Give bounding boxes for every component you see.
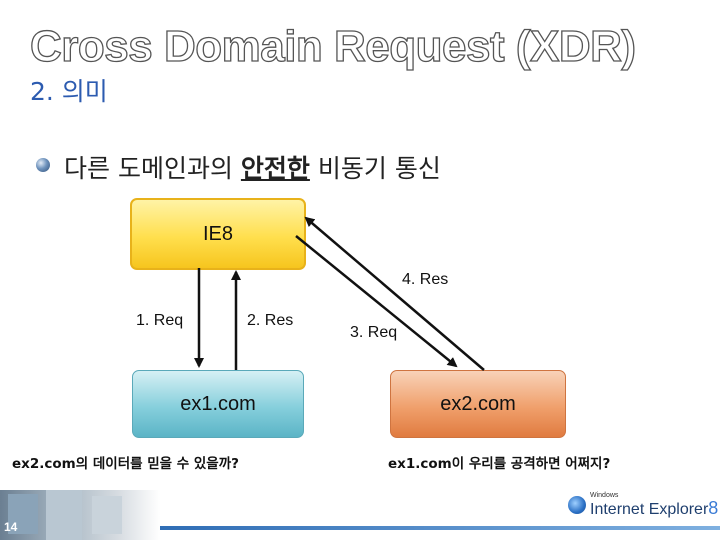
logo-windows: Windows — [590, 492, 619, 499]
slide-title: Cross Domain Request (XDR) — [29, 21, 636, 71]
ie8-logo: Windows Internet Explorer8 — [568, 490, 718, 520]
ie8-node: IE8 — [130, 198, 306, 270]
ex1-node: ex1.com — [132, 370, 304, 438]
footer-line — [160, 526, 720, 530]
bullet-text: 다른 도메인과의 안전한 비동기 통신 — [64, 149, 441, 185]
edge-label-res4: 4. Res — [402, 271, 449, 288]
logo-product: Internet Explorer — [590, 501, 709, 518]
bullet-text-after: 비동기 통신 — [309, 154, 441, 183]
bullet-text-emphasis: 안전한 — [240, 154, 310, 183]
logo-product-name: Internet Explorer8 — [590, 498, 718, 519]
footer-photo-strip — [0, 490, 160, 540]
edge-label-res2: 2. Res — [247, 312, 294, 329]
caption-left: ex2.com의 데이터를 믿을 수 있을까? — [12, 456, 239, 472]
ex2-node: ex2.com — [390, 370, 566, 438]
arrow-res4 — [304, 216, 485, 371]
ie-globe-icon — [568, 496, 586, 514]
ie8-node-label: IE8 — [202, 222, 234, 245]
page-number: 14 — [4, 520, 18, 534]
ex1-node-label: ex1.com — [180, 392, 256, 415]
arrow-req3 — [295, 235, 458, 368]
logo-version: 8 — [708, 498, 719, 518]
bullet-dot-icon — [36, 158, 50, 172]
caption-right: ex1.com이 우리를 공격하면 어쩌지? — [388, 456, 611, 472]
edge-label-req1: 1. Req — [136, 312, 184, 329]
ex2-node-label: ex2.com — [440, 392, 516, 415]
edge-label-req3: 3. Req — [350, 324, 398, 341]
bullet-text-before: 다른 도메인과의 — [64, 154, 241, 183]
slide-subtitle: 2. 의미 — [30, 77, 108, 106]
